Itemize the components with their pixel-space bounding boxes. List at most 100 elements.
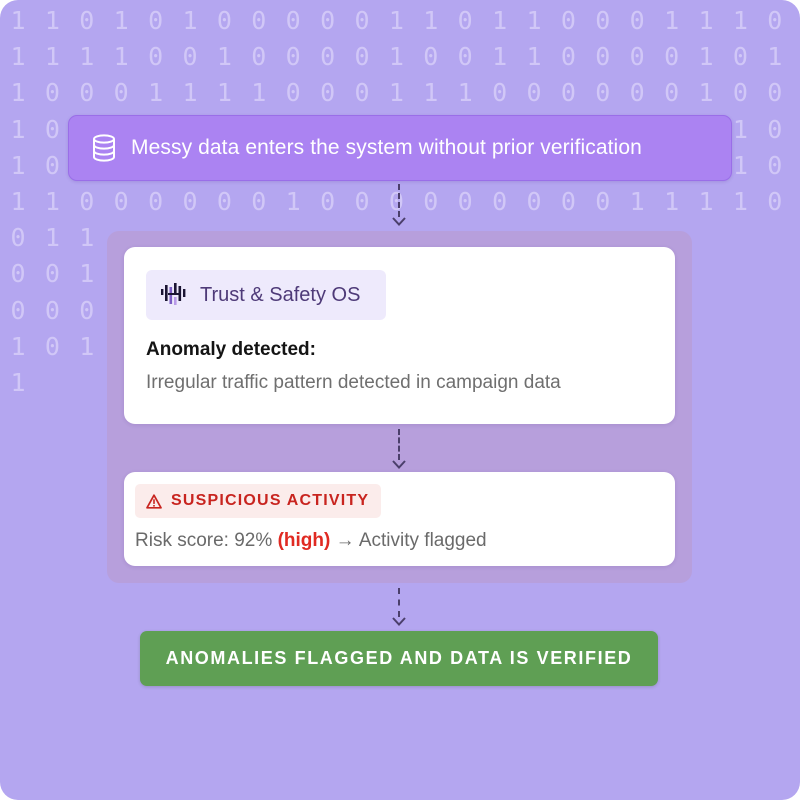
binary-digit: 1 xyxy=(732,6,748,35)
binary-digit: 0 xyxy=(320,78,336,108)
binary-digit: 1 xyxy=(526,6,542,35)
binary-digit: 1 xyxy=(423,78,439,108)
binary-digit: 1 xyxy=(10,6,26,35)
binary-digit: 1 xyxy=(388,6,404,35)
binary-digit: 1 xyxy=(79,259,95,289)
binary-digit: 1 xyxy=(216,78,232,108)
binary-digit: 0 xyxy=(595,78,611,108)
binary-digit: 0 xyxy=(113,78,129,108)
binary-digit: 0 xyxy=(216,187,232,216)
binary-digit: 0 xyxy=(44,114,60,144)
input-banner-text: Messy data enters the system without pri… xyxy=(131,136,642,159)
binary-digit: 1 xyxy=(526,42,542,72)
binary-digit: 1 xyxy=(113,6,129,35)
binary-digit: 1 xyxy=(44,187,60,216)
binary-digit: 1 xyxy=(423,6,439,35)
risk-score-text: Risk score: 92% xyxy=(135,530,273,551)
binary-digit: 0 xyxy=(767,187,783,216)
binary-digit: 0 xyxy=(320,187,336,216)
binary-digit: 0 xyxy=(526,187,542,216)
binary-digit: 1 xyxy=(698,187,714,216)
binary-digit: 0 xyxy=(285,6,301,35)
binary-digit: 0 xyxy=(767,114,783,144)
binary-digit: 0 xyxy=(767,78,783,108)
binary-digit: 0 xyxy=(182,42,198,72)
binary-digit: 0 xyxy=(10,259,26,289)
binary-digit: 1 xyxy=(767,42,783,72)
binary-digit: 0 xyxy=(10,295,26,325)
binary-digit: 0 xyxy=(457,6,473,35)
binary-digit: 1 xyxy=(113,42,129,72)
binary-digit: 0 xyxy=(423,42,439,72)
binary-digit: 0 xyxy=(148,6,164,35)
binary-digit: 0 xyxy=(457,187,473,216)
binary-digit: 0 xyxy=(148,187,164,216)
binary-digit: 1 xyxy=(148,78,164,108)
binary-digit: 1 xyxy=(698,6,714,35)
binary-digit: 0 xyxy=(251,42,267,72)
binary-digit: 1 xyxy=(10,331,26,361)
binary-digit: 1 xyxy=(10,78,26,108)
binary-digit: 0 xyxy=(285,78,301,108)
binary-digit: 0 xyxy=(767,6,783,35)
binary-digit: 0 xyxy=(664,78,680,108)
binary-digit: 0 xyxy=(354,6,370,35)
risk-score-line: Risk score: 92% (high) → Activity flagge… xyxy=(135,530,487,552)
binary-digit: 0 xyxy=(182,187,198,216)
binary-digit: 0 xyxy=(79,6,95,35)
connector-arrow-2 xyxy=(389,429,409,469)
binary-digit: 0 xyxy=(560,78,576,108)
binary-digit: 0 xyxy=(492,187,508,216)
binary-digit: 1 xyxy=(44,6,60,35)
binary-digit: 1 xyxy=(251,78,267,108)
binary-digit: 0 xyxy=(354,187,370,216)
binary-digit: 1 xyxy=(79,42,95,72)
binary-digit: 1 xyxy=(698,42,714,72)
binary-digit: 1 xyxy=(457,78,473,108)
binary-digit: 0 xyxy=(320,42,336,72)
binary-digit: 1 xyxy=(44,42,60,72)
anomaly-card: Trust & Safety OS Anomaly detected: Irre… xyxy=(124,247,675,424)
suspicious-activity-label: SUSPICIOUS ACTIVITY xyxy=(171,492,370,509)
binary-digit: 1 xyxy=(285,187,301,216)
binary-digit: 1 xyxy=(388,42,404,72)
binary-digit: 0 xyxy=(251,187,267,216)
binary-digit: 1 xyxy=(79,331,95,361)
binary-digit: 0 xyxy=(560,42,576,72)
binary-digit: 0 xyxy=(595,42,611,72)
binary-digit: 0 xyxy=(216,6,232,35)
binary-digit: 0 xyxy=(79,295,95,325)
binary-digit: 0 xyxy=(595,187,611,216)
binary-digit: 1 xyxy=(182,6,198,35)
binary-digit: 0 xyxy=(44,331,60,361)
binary-digit: 0 xyxy=(44,295,60,325)
binary-digit: 1 xyxy=(79,223,95,253)
binary-digit: 0 xyxy=(320,6,336,35)
connector-arrow-1 xyxy=(389,184,409,226)
warning-triangle-icon xyxy=(146,493,162,509)
binary-digit: 1 xyxy=(492,42,508,72)
binary-digit: 0 xyxy=(526,78,542,108)
risk-card: SUSPICIOUS ACTIVITY Risk score: 92% (hig… xyxy=(124,472,675,566)
os-name: Trust & Safety OS xyxy=(200,283,361,306)
binary-digit: 1 xyxy=(10,150,26,180)
binary-digit: 0 xyxy=(79,78,95,108)
binary-digit: 0 xyxy=(767,150,783,180)
binary-digit: 1 xyxy=(10,368,26,397)
binary-digit: 1 xyxy=(732,187,748,216)
binary-digit: 0 xyxy=(560,6,576,35)
binary-digit: 0 xyxy=(664,42,680,72)
binary-digit: 0 xyxy=(492,78,508,108)
verified-result-banner: ANOMALIES FLAGGED AND DATA IS VERIFIED xyxy=(140,631,658,686)
binary-digit: 0 xyxy=(354,42,370,72)
binary-digit: 0 xyxy=(44,150,60,180)
binary-digit: 1 xyxy=(664,187,680,216)
binary-digit: 0 xyxy=(148,42,164,72)
binary-digit: 0 xyxy=(457,42,473,72)
binary-digit: 0 xyxy=(44,78,60,108)
risk-level: (high) xyxy=(277,530,331,551)
binary-digit: 1 xyxy=(10,42,26,72)
